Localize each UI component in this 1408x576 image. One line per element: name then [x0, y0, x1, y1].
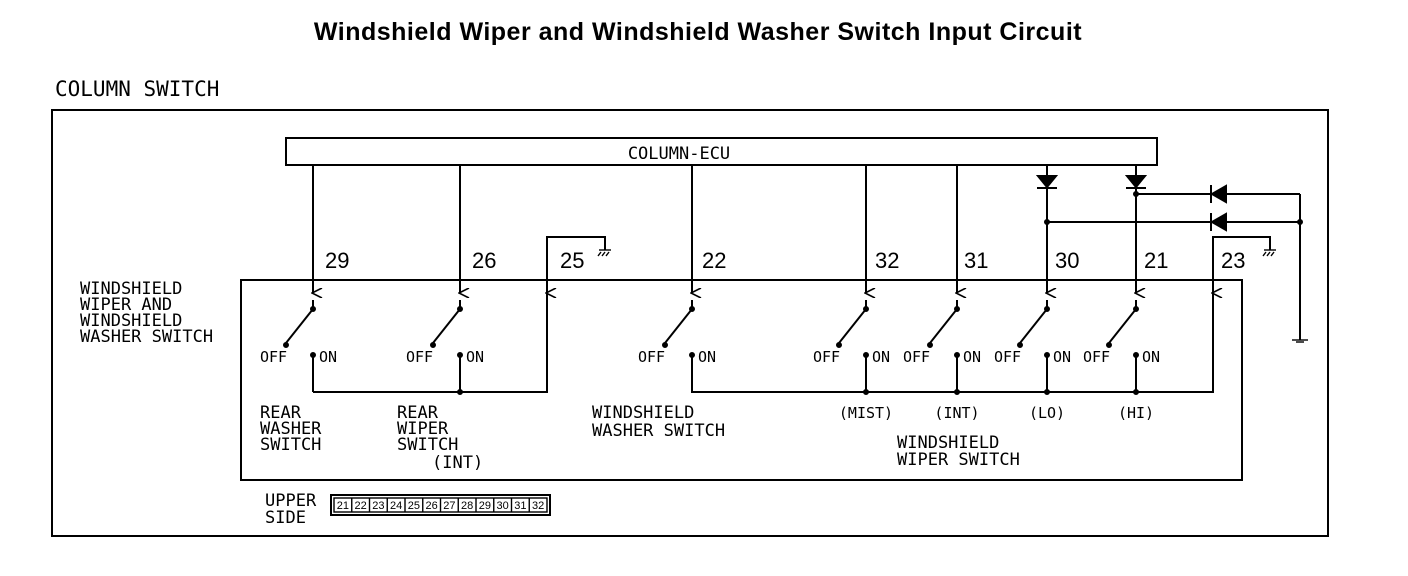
- on-label: ON: [872, 348, 890, 366]
- pin-label-25: 25: [560, 248, 584, 273]
- off-label: OFF: [903, 348, 930, 366]
- switch-windshield-washer: [662, 300, 695, 358]
- junction-dot: [1297, 219, 1303, 225]
- switch-wiper-lo: [1017, 300, 1050, 358]
- on-label: ON: [466, 348, 484, 366]
- rear-washer-label-line-2: WASHER: [260, 419, 322, 439]
- switch-wiper-mist: [836, 300, 869, 358]
- diode-30-icon: [1035, 175, 1059, 189]
- connector-face: 21 22 23 24 25 26 27 28 29 30 31 32: [330, 494, 551, 516]
- wire-pin-25: [546, 236, 606, 293]
- pin-label-26: 26: [472, 248, 496, 273]
- wiper-label-line-2: WIPER SWITCH: [897, 450, 1020, 470]
- rear-wiper-switch-label: REAR WIPER SWITCH (INT): [397, 403, 483, 473]
- wiper-label-line-1: WINDSHIELD: [897, 433, 999, 453]
- washer-label-line-2: WASHER SWITCH: [592, 421, 725, 441]
- off-label: OFF: [1083, 348, 1110, 366]
- wire-rear-common: [313, 293, 548, 393]
- ground-symbol-right: [1292, 339, 1308, 343]
- junction-dot: [954, 389, 960, 395]
- switch-wiper-hi: [1106, 300, 1139, 358]
- diode-right-bottom-icon: [1209, 212, 1227, 232]
- rear-washer-switch-label: REAR WASHER SWITCH: [260, 403, 332, 455]
- pin-label-22: 22: [702, 248, 726, 273]
- on-label: ON: [319, 348, 337, 366]
- pin-label-32: 32: [875, 248, 899, 273]
- pin-label-23: 23: [1221, 248, 1245, 273]
- rear-wiper-label-line-1: REAR: [397, 403, 439, 423]
- on-label: ON: [698, 348, 716, 366]
- connector-pin-29: 29: [479, 500, 491, 512]
- on-label: ON: [963, 348, 981, 366]
- pin-label-31: 31: [964, 248, 988, 273]
- rear-wiper-label-line-2: WIPER: [397, 419, 449, 439]
- connector-pin-23: 23: [372, 500, 384, 512]
- rear-washer-label-line-1: REAR: [260, 403, 302, 423]
- diagram-title: Windshield Wiper and Windshield Washer S…: [314, 18, 1082, 46]
- connector-pin-24: 24: [390, 500, 402, 512]
- rear-washer-label-line-3: SWITCH: [260, 435, 321, 455]
- rear-wiper-label-line-3: SWITCH: [397, 435, 458, 455]
- switch-wiper-int: [927, 300, 960, 358]
- washer-label-line-1: WINDSHIELD: [592, 403, 694, 423]
- assembly-label-line-3: WINDSHIELD: [80, 311, 182, 331]
- connector-pin-25: 25: [408, 500, 420, 512]
- column-ecu-box: [285, 137, 1158, 166]
- junction-dot: [1133, 191, 1139, 197]
- junction-dot: [863, 389, 869, 395]
- column-ecu-label: COLUMN-ECU: [628, 144, 730, 164]
- switch-assembly-box: [240, 279, 1243, 481]
- off-label: OFF: [406, 348, 433, 366]
- connector-pin-22: 22: [355, 500, 367, 512]
- windshield-washer-switch-label: WINDSHIELD WASHER SWITCH: [592, 403, 725, 441]
- off-label: OFF: [813, 348, 840, 366]
- section-label: COLUMN SWITCH: [55, 77, 219, 101]
- diode-21-icon: [1124, 175, 1148, 189]
- off-label: OFF: [638, 348, 665, 366]
- junction-dot: [1044, 219, 1050, 225]
- connector-pin-30: 30: [497, 500, 509, 512]
- connector-label-line-1: UPPER: [265, 491, 317, 511]
- switch-state-labels: OFF ON OFF ON OFF ON OFF ON OFF ON OFF O…: [260, 348, 1160, 366]
- connector-outer: [330, 494, 551, 516]
- switch-rear-wiper: [430, 300, 463, 358]
- position-label-hi: (HI): [1118, 404, 1154, 422]
- junction-dot: [1044, 389, 1050, 395]
- assembly-label-line-2: WIPER AND: [80, 295, 172, 315]
- windshield-wiper-switch-label: WINDSHIELD WIPER SWITCH: [897, 433, 1020, 470]
- ground-symbol-23: [1262, 249, 1276, 257]
- on-label: ON: [1053, 348, 1071, 366]
- rear-wiper-label-line-4: (INT): [432, 453, 483, 473]
- off-label: OFF: [260, 348, 287, 366]
- connector-pin-31: 31: [514, 500, 526, 512]
- on-label: ON: [1142, 348, 1160, 366]
- connector-pin-21: 21: [337, 500, 349, 512]
- assembly-label-line-1: WINDSHIELD: [80, 279, 182, 299]
- off-label: OFF: [994, 348, 1021, 366]
- connector-pin-27: 27: [443, 500, 455, 512]
- position-label-lo: (LO): [1029, 404, 1065, 422]
- position-label-int: (INT): [934, 404, 979, 422]
- connector-pin-28: 28: [461, 500, 473, 512]
- pin-label-30: 30: [1055, 248, 1079, 273]
- connector-label-line-2: SIDE: [265, 508, 306, 528]
- pin-label-29: 29: [325, 248, 349, 273]
- wire-front-common: [691, 293, 1214, 393]
- column-switch-frame: [51, 109, 1329, 537]
- position-label-mist: (MIST): [839, 404, 893, 422]
- pin-label-21: 21: [1144, 248, 1168, 273]
- diode-right-top-icon: [1209, 184, 1227, 204]
- connector-pin-26: 26: [426, 500, 438, 512]
- switch-rear-washer: [283, 300, 316, 358]
- ground-symbol-25: [597, 249, 611, 257]
- connector-side-label: UPPER SIDE: [265, 491, 326, 528]
- junction-dot: [1133, 389, 1139, 395]
- connector-pin-32: 32: [532, 500, 544, 512]
- wire-pin-23: [1212, 236, 1271, 293]
- assembly-label: WINDSHIELD WIPER AND WINDSHIELD WASHER S…: [80, 279, 213, 347]
- assembly-label-line-4: WASHER SWITCH: [80, 327, 213, 347]
- junction-dot: [457, 389, 463, 395]
